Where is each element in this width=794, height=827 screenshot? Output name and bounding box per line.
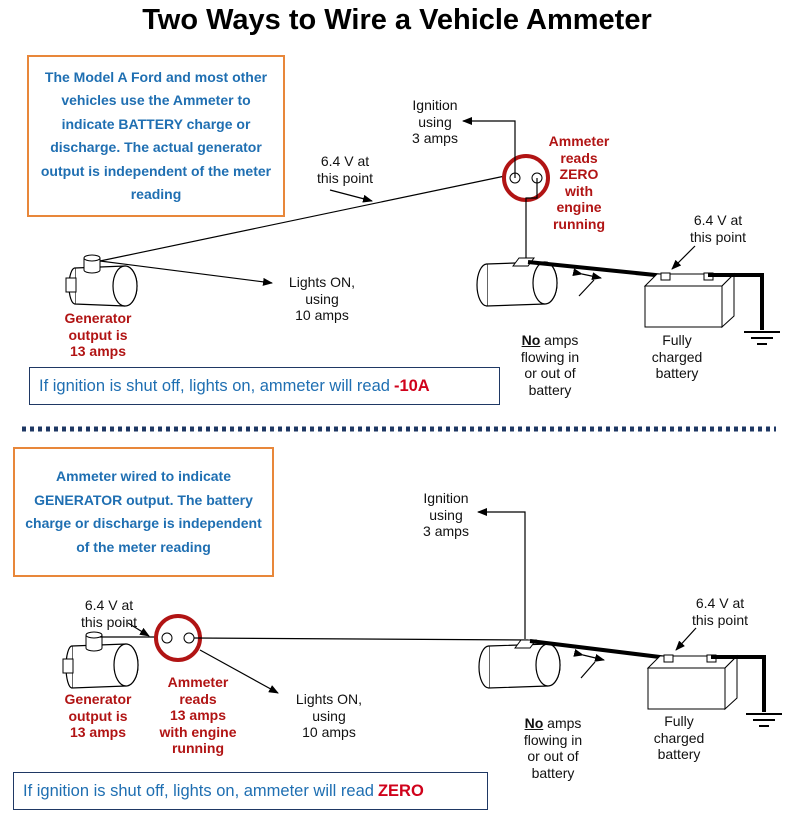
top-no-amps-word: amps [540,332,579,348]
bottom-no-amps-leader [580,661,596,679]
bottom-generator-label: Generator output is 13 amps [64,691,132,740]
bottom-lights-label: Lights ON, using 10 amps [295,691,363,740]
top-footer-box: If ignition is shut off, lights on, amme… [29,367,500,405]
bottom-voltage-pointer [127,622,150,637]
top-explanation-note: The Model A Ford and most other vehicles… [27,55,285,217]
bottom-no-amps-lines: flowing in or out of battery [523,731,583,781]
bottom-lights-wire [199,649,279,694]
top-ammeter-label: Ammeter reads ZERO with engine running [548,133,610,232]
top-ground-symbol [744,331,780,345]
top-generator [65,254,138,307]
bottom-battery-voltage-label: 6.4 V at this point [691,595,749,628]
top-ignition-label: Ignition using 3 amps [412,97,458,146]
top-footer-value: -10A [393,376,430,395]
bottom-no-amps-emphasis: No [524,715,544,731]
top-generator-label: Generator output is 13 amps [64,310,132,359]
top-ammeter-to-starter [525,178,538,262]
bottom-ignition-wire [477,508,526,639]
bottom-generator [62,631,139,689]
bottom-no-amps-word: amps [543,715,582,731]
bottom-battery-label: Fully charged battery [653,713,705,762]
bottom-voltage-label: 6.4 V at this point [80,597,138,630]
top-battery-label: Fully charged battery [651,332,703,381]
bottom-ammeter [154,614,202,662]
bottom-battery [646,654,739,711]
top-battery-voltage-pointer [671,245,696,270]
top-no-amps-lines: flowing in or out of battery [520,348,580,398]
bottom-explanation-note: Ammeter wired to indicate GENERATOR outp… [13,447,274,577]
bottom-ignition-label: Ignition using 3 amps [423,490,469,539]
bottom-footer-text: If ignition is shut off, lights on, amme… [23,781,374,800]
top-feed-wire [99,175,506,262]
bottom-battery-voltage-pointer [675,627,697,651]
top-no-amps-leader [578,279,595,297]
page-title: Two Ways to Wire a Vehicle Ammeter [142,4,652,36]
top-lights-wire [99,260,273,286]
top-no-amps-label: No amps flowing in or out of battery [504,332,596,398]
top-battery-voltage-label: 6.4 V at this point [689,212,747,245]
top-no-amps-emphasis: No [521,332,541,348]
top-battery [643,272,736,329]
top-ignition-wire [462,117,516,178]
bottom-starter-motor [478,639,561,689]
bottom-ammeter-label: Ammeter reads 13 amps with engine runnin… [159,674,237,756]
top-voltage-label: 6.4 V at this point [316,153,374,186]
top-flow-arrows [572,268,602,281]
bottom-ground-symbol [746,713,782,727]
bottom-main-wire [193,637,529,641]
bottom-flow-arrows [573,649,605,662]
top-lights-label: Lights ON, using 10 amps [288,274,356,323]
bottom-footer-box: If ignition is shut off, lights on, amme… [13,772,488,810]
bottom-footer-value: ZERO [377,781,424,800]
top-ground-cable [708,273,764,330]
bottom-no-amps-label: No amps flowing in or out of battery [506,715,600,781]
bottom-ground-cable [711,655,766,712]
top-footer-text: If ignition is shut off, lights on, amme… [39,376,390,395]
top-voltage-pointer [329,189,373,203]
